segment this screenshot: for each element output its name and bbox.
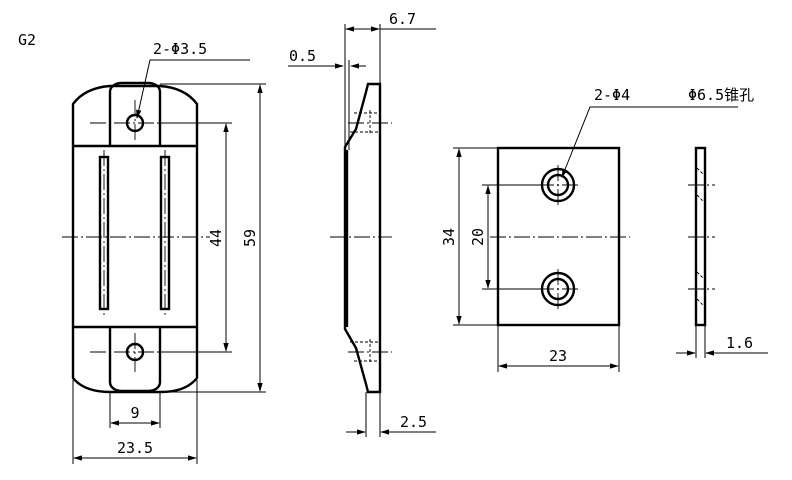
- front-view: 2-Φ3.5 44 59 9 23.5: [62, 40, 266, 464]
- front-pad-bottom: [108, 327, 162, 393]
- plate-side-hidden-3: [696, 271, 705, 280]
- side-view: 6.7 0.5 2.5: [288, 10, 436, 437]
- plate-dim-34-text: 34: [440, 228, 458, 246]
- side-dim-25-text: 2.5: [400, 413, 427, 431]
- plate-countersink-callout: Φ6.5锥孔: [688, 86, 754, 104]
- plate-hole-callout: 2-Φ4: [594, 86, 630, 104]
- side-dim-05-text: 0.5: [289, 47, 316, 65]
- plate-dim-20-text: 20: [469, 228, 487, 246]
- plate-dim-23-text: 23: [549, 347, 567, 365]
- front-hole-callout: 2-Φ3.5: [153, 40, 207, 58]
- plate-side-hidden-1: [696, 167, 705, 176]
- plate-view: 2-Φ4 Φ6.5锥孔 34 20 23: [440, 86, 754, 372]
- front-dim-59-text: 59: [241, 229, 259, 247]
- part-label: G2: [18, 31, 36, 49]
- front-pad-top: [108, 81, 162, 146]
- plate-hole-leader: [561, 106, 738, 178]
- plate-side-hidden-4: [696, 298, 705, 307]
- plate-side-outline: [694, 146, 707, 327]
- front-dim-44-text: 44: [207, 229, 225, 247]
- front-dim-235-text: 23.5: [117, 439, 153, 457]
- side-dim-67-text: 6.7: [389, 10, 416, 28]
- plate-side-hidden-2: [696, 194, 705, 203]
- plate-side-view: 1.6: [676, 146, 768, 358]
- front-dim-9-text: 9: [130, 404, 139, 422]
- side-outline: [343, 82, 382, 394]
- plate-outline: [496, 146, 621, 327]
- plate-side-dim-text: 1.6: [726, 334, 753, 352]
- front-hole-leader: [136, 59, 250, 119]
